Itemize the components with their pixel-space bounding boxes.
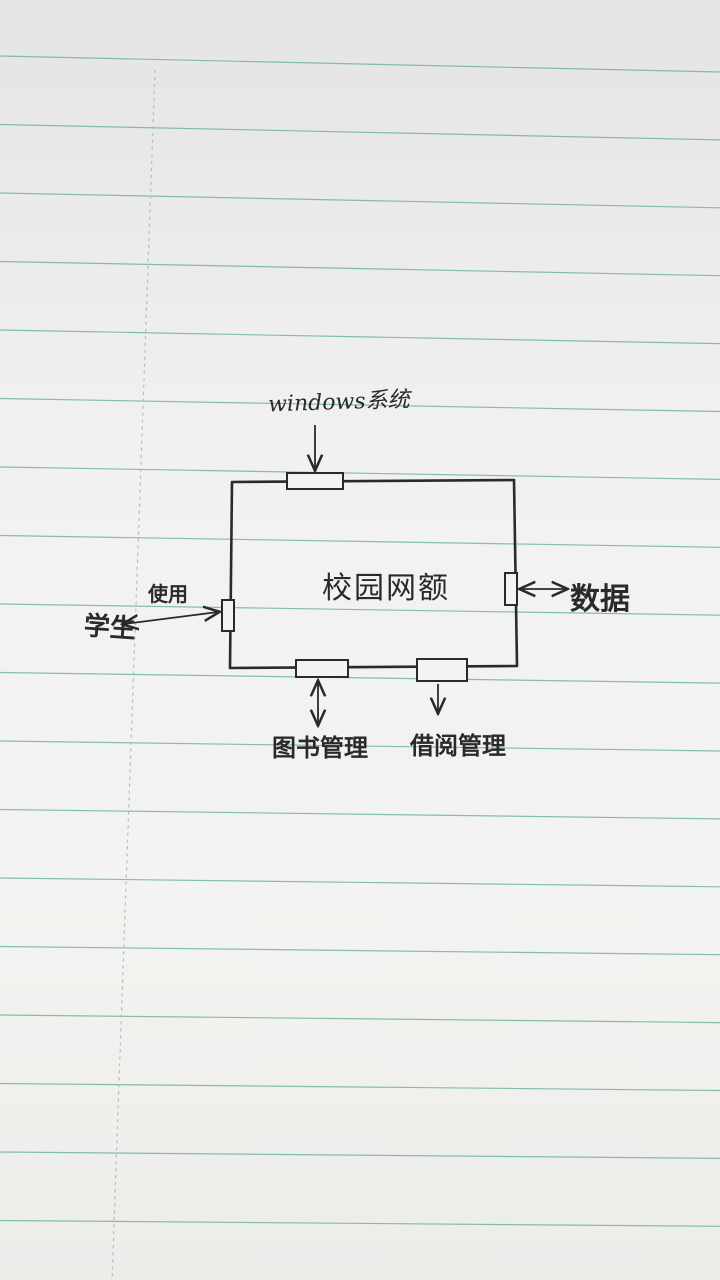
node-windows-system: windows系统	[267, 387, 410, 418]
ruled-line	[0, 329, 720, 345]
ruled-line	[0, 1151, 720, 1160]
ruled-line	[0, 534, 720, 548]
port-right	[504, 572, 518, 606]
port-bottom-right	[416, 658, 468, 682]
ruled-line	[0, 397, 720, 413]
ruled-line	[0, 877, 720, 888]
ruled-line	[0, 740, 720, 752]
edge-label-use: 使用	[148, 582, 188, 606]
ruled-line	[0, 260, 720, 277]
margin-line	[111, 69, 156, 1280]
ruled-line	[0, 945, 720, 956]
ruled-line	[0, 55, 720, 73]
ruled-line	[0, 123, 720, 141]
arrow-left	[124, 612, 218, 624]
node-borrow-management: 借阅管理	[410, 731, 506, 760]
ruled-line	[0, 466, 720, 480]
ruled-line	[0, 1219, 720, 1227]
port-top	[286, 472, 344, 490]
port-left	[221, 599, 235, 632]
node-data: 数据	[570, 582, 630, 617]
ruled-line	[0, 1014, 720, 1024]
ruled-line	[0, 671, 720, 684]
center-label: 校园网额	[322, 571, 450, 606]
node-book-management: 图书管理	[272, 733, 368, 762]
ruled-line	[0, 808, 720, 820]
ruled-line	[0, 1082, 720, 1092]
port-bottom-left	[295, 659, 349, 678]
node-student: 学生	[82, 611, 137, 645]
ruled-line	[0, 192, 720, 209]
